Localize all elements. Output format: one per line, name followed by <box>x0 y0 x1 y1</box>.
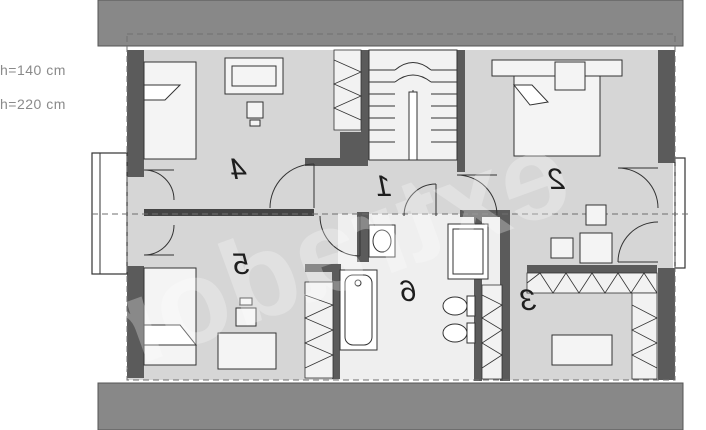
desk-room4 <box>224 57 284 127</box>
toilet <box>442 295 476 344</box>
wall-4-5 <box>144 209 314 216</box>
room-number-3: 3 <box>520 284 537 317</box>
desk-room3 <box>551 334 613 366</box>
staircase <box>368 49 458 161</box>
wall-right-bottom <box>658 268 675 380</box>
room-number-1: 1 <box>375 170 392 203</box>
wardrobe-bath <box>481 284 503 380</box>
roof-top <box>98 0 683 46</box>
doors <box>143 163 659 263</box>
desk-room2 <box>550 204 613 264</box>
roof-bottom <box>98 383 683 430</box>
room-number-6: 6 <box>400 275 417 308</box>
bed-room2 <box>491 59 623 157</box>
wall-right-top <box>658 50 675 163</box>
wall-left-bottom <box>127 266 144 378</box>
room-number-4: 4 <box>230 153 247 186</box>
shower <box>447 223 489 280</box>
window-right <box>674 157 686 269</box>
desk-room5 <box>217 297 277 370</box>
bed-room4 <box>143 61 197 160</box>
roofline-dashed <box>126 33 676 381</box>
bathtub <box>339 269 378 351</box>
room-number-2: 2 <box>548 163 565 196</box>
room-number-5: 5 <box>233 248 250 281</box>
sink <box>368 224 396 258</box>
wardrobe-room3 <box>526 272 658 380</box>
wardrobe-room5 <box>304 281 335 379</box>
legend-line-1: h=140 cm <box>0 62 66 78</box>
wardrobe-room4 <box>333 49 362 131</box>
wall-left-top <box>127 50 144 177</box>
bed-room5 <box>143 267 198 366</box>
legend-line-2: h=220 cm <box>0 96 66 112</box>
